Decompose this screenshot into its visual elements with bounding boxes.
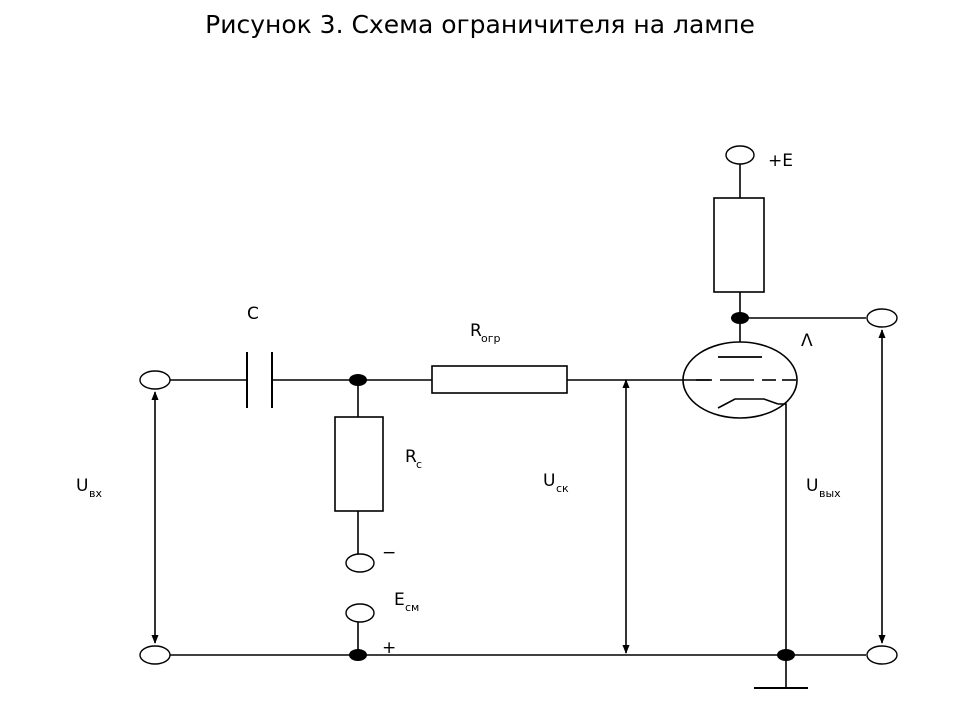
junction-node [349,649,367,661]
junction-node [731,312,749,324]
output-terminal-top[interactable] [866,308,898,328]
vacuum-tube [682,341,798,419]
r-grid-label: R [405,447,417,467]
bias-subscript: см [405,601,419,614]
resistor-r-grid [334,416,384,512]
capacitor-c [246,352,273,408]
bias-minus-terminal[interactable] [345,553,375,573]
supply-label: +E [768,151,793,171]
r-limit-subscript: огр [481,332,501,345]
resistor-r-limit [431,365,568,394]
input-terminal-bottom[interactable] [139,645,171,665]
u-out-subscript: вых [819,487,841,500]
u-in-label: U [76,476,88,496]
bias-label: E [394,590,405,610]
u-in-subscript: вх [89,487,102,500]
resistor-anode-load [713,197,765,293]
input-terminal-top[interactable] [139,370,171,390]
r-limit-label: R [470,321,482,341]
bias-plus-terminal[interactable] [345,603,375,623]
cathode-lead [778,403,787,655]
r-grid-subscript: с [416,458,422,471]
page-title: Рисунок 3. Схема ограничителя на лампе [205,10,755,39]
junction-node [777,649,795,661]
u-out-label: U [806,476,818,496]
supply-terminal[interactable] [725,145,755,165]
tube-label: Λ [801,331,813,351]
bias-minus-label: − [382,543,396,563]
bias-plus-label: + [382,638,396,658]
u-grid-subscript: ск [556,482,569,495]
output-terminal-bottom[interactable] [866,645,898,665]
capacitor-label: C [247,304,259,324]
junction-node [349,374,367,386]
u-grid-label: U [543,471,555,491]
